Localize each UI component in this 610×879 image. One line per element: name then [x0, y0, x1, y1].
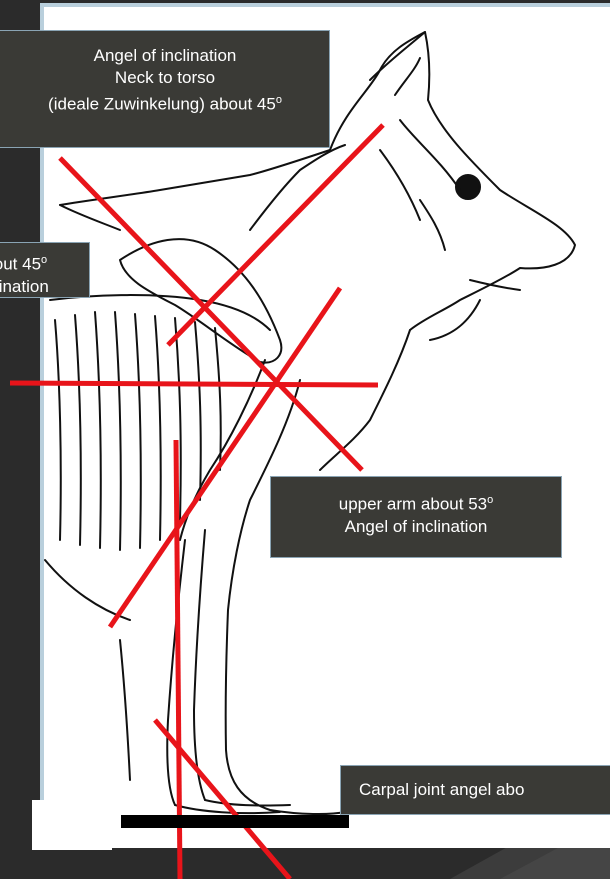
dog-radius-ulna — [167, 530, 205, 805]
upper-arm-degree-symbol: o — [487, 494, 493, 506]
dog-skull-detail — [380, 120, 460, 250]
carpal-angle-line — [155, 720, 290, 879]
dog-underline — [45, 560, 130, 780]
neck-label-line1: Angel of inclination — [0, 45, 330, 67]
upper-arm-label-line1: upper arm about 53 — [339, 495, 487, 514]
neck-label-line3: (ideale Zuwinkelung) about 45 — [48, 95, 276, 114]
neck-degree-symbol: o — [276, 94, 282, 106]
dog-ribs — [55, 312, 221, 550]
shoulder-label-line2: inclination — [0, 276, 90, 298]
neck-label-line2: Neck to torso — [0, 67, 330, 89]
neck-label-line3-wrap: (ideale Zuwinkelung) about 45o — [0, 89, 330, 116]
neck-angle-label: Angel of inclination Neck to torso (idea… — [0, 30, 330, 148]
dog-ear-outline — [370, 32, 425, 95]
dog-spine — [50, 295, 270, 330]
dog-eye — [456, 175, 480, 199]
dog-front-leg-outline — [226, 380, 345, 814]
shoulder-label-line1: about 45 — [0, 255, 41, 274]
dog-neck-vertebrae — [250, 145, 345, 230]
ground-reference-bar — [121, 815, 349, 828]
panel-bottom-edge — [32, 800, 112, 850]
shoulder-angle-label: about 45o inclination — [0, 242, 90, 298]
upper-arm-angle-label: upper arm about 53o Angel of inclination — [270, 476, 562, 558]
upper-arm-label-line1-wrap: upper arm about 53o — [271, 489, 561, 516]
horizontal-reference-line — [10, 383, 378, 385]
upper-arm-label-line2: Angel of inclination — [271, 516, 561, 538]
carpal-label-line1: Carpal joint angel abo — [359, 779, 610, 801]
dog-humerus — [180, 360, 265, 540]
shoulder-degree-symbol: o — [41, 254, 47, 266]
neck-angle-line — [60, 158, 362, 470]
shoulder-label-line1-wrap: about 45o — [0, 249, 90, 276]
neck-axis-line — [168, 125, 383, 345]
carpal-angle-label: Carpal joint angel abo — [340, 765, 610, 815]
dog-chest-outline — [320, 330, 410, 470]
